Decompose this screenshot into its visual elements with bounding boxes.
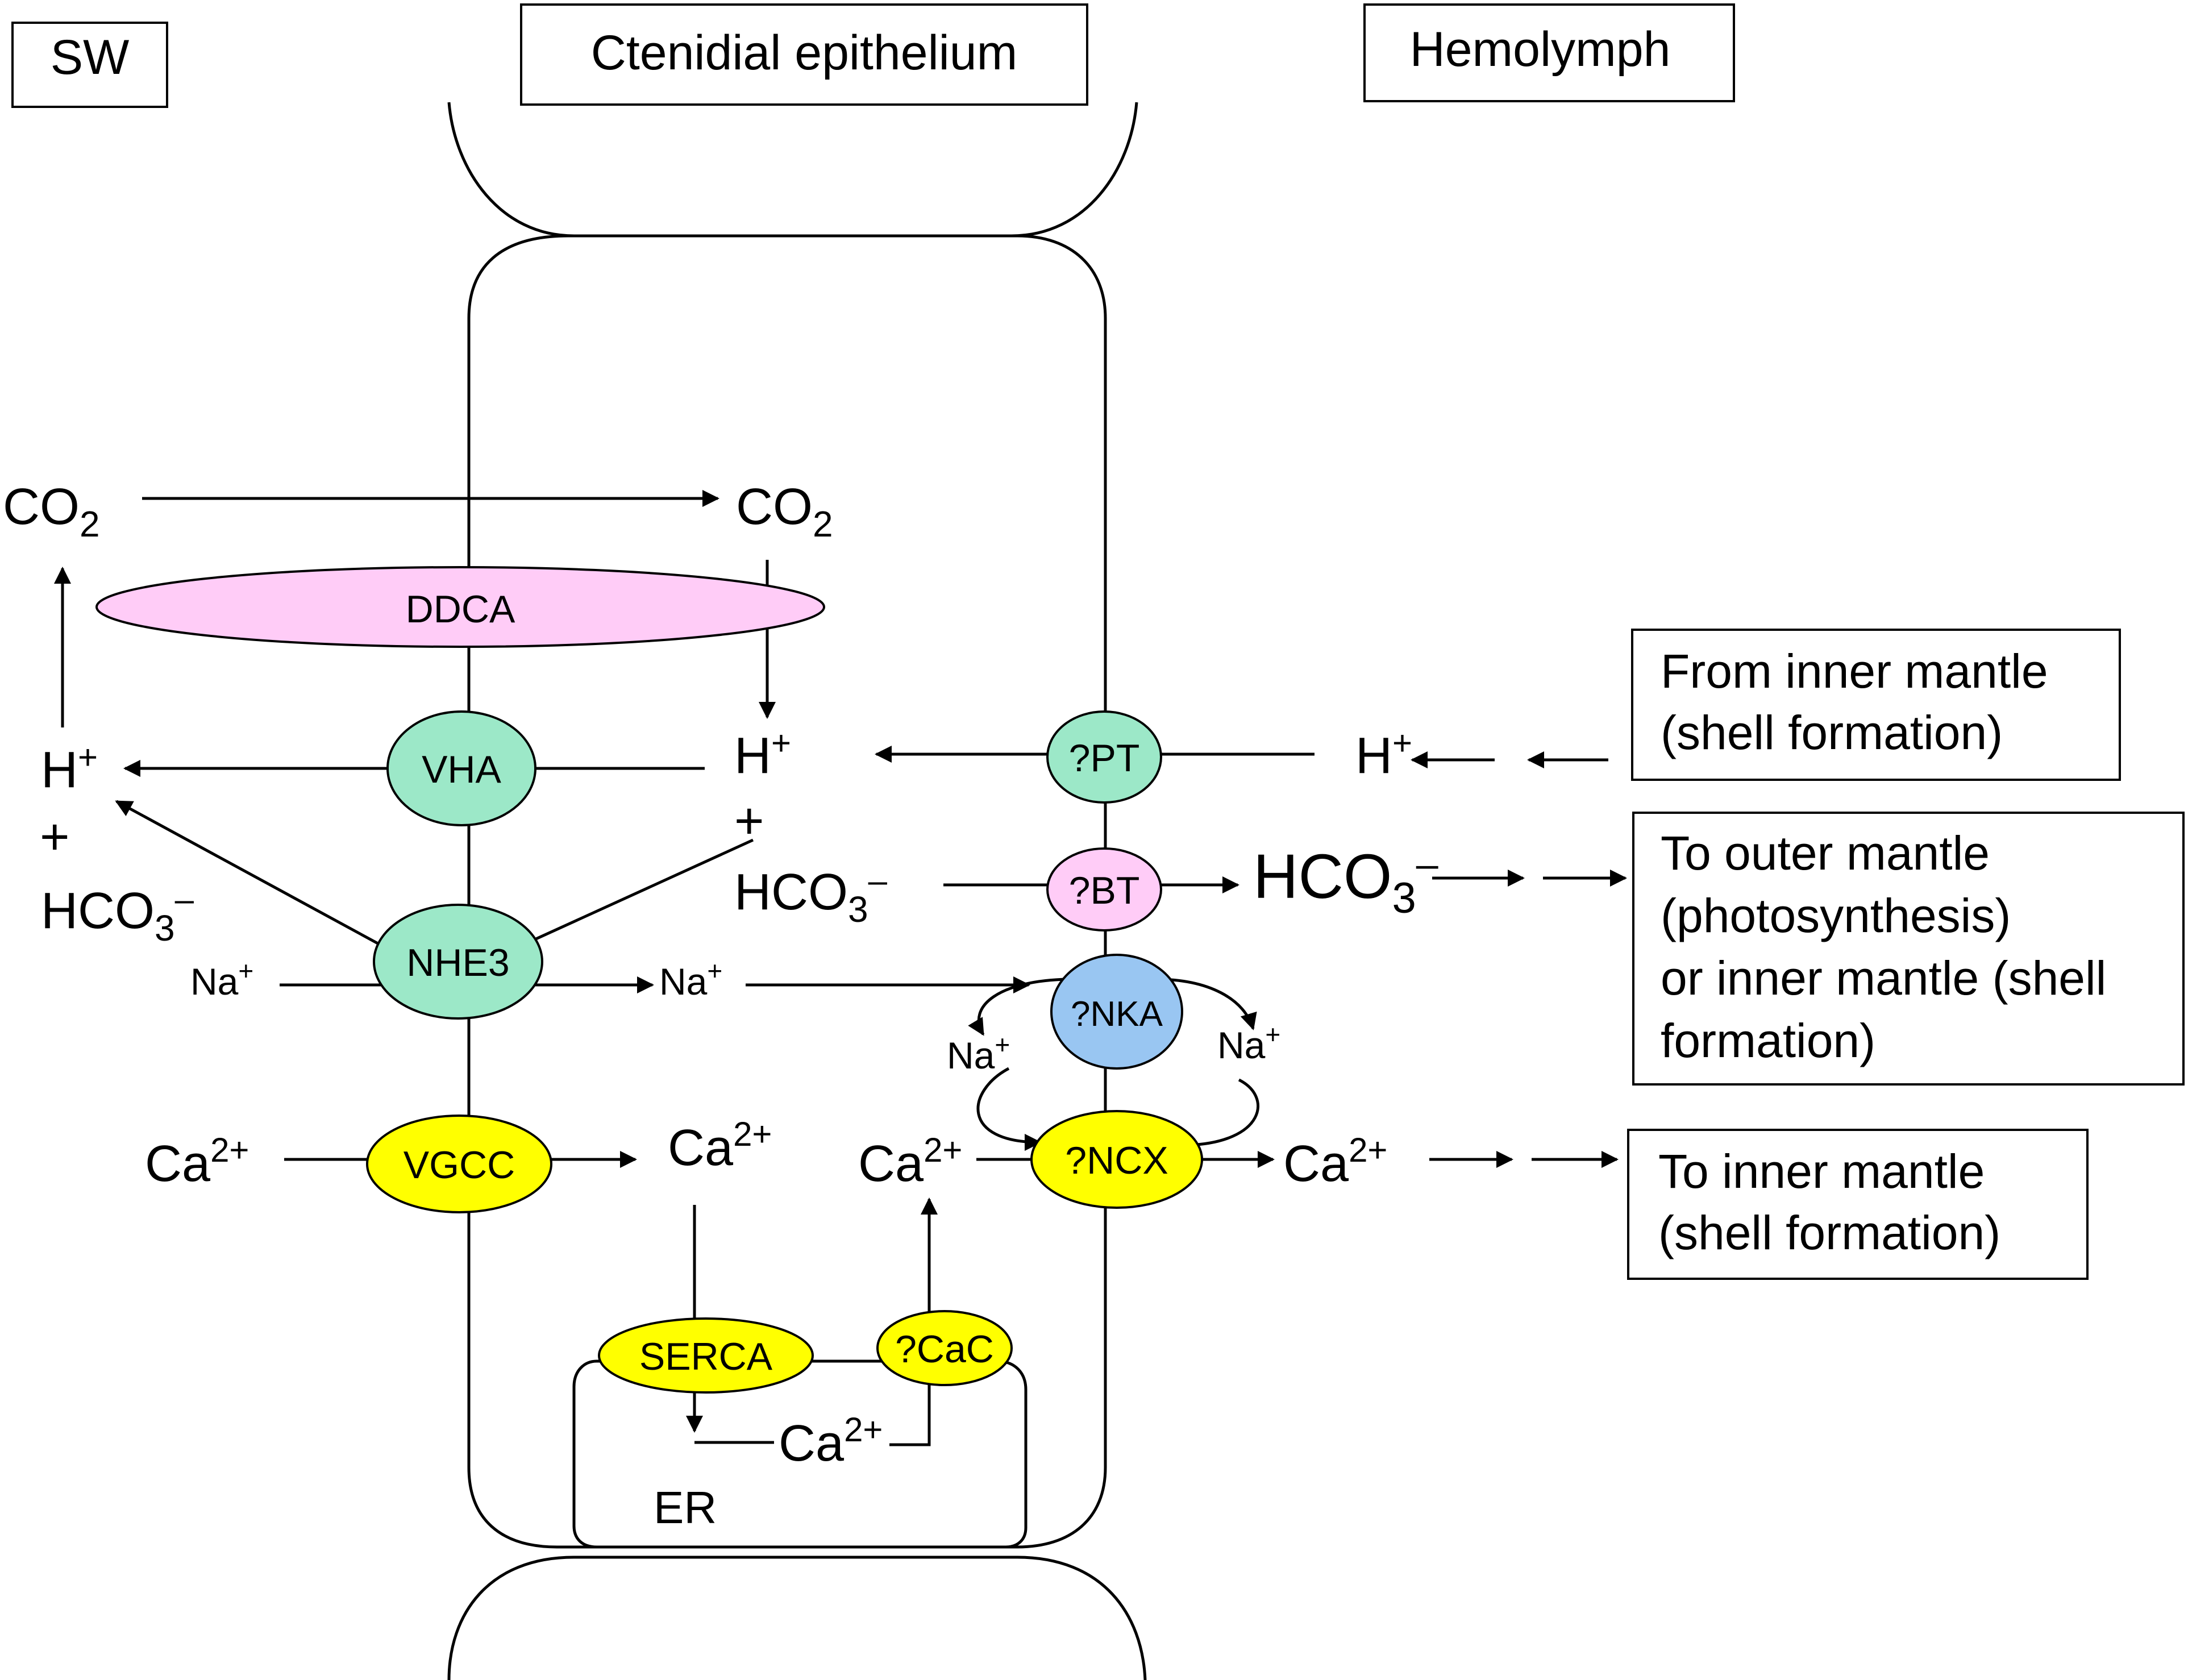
er-label: ER [654, 1482, 717, 1533]
svg-text:VHA: VHA [422, 748, 501, 791]
svg-text:SERCA: SERCA [639, 1335, 773, 1378]
co2-sw-label: CO2 [3, 479, 100, 544]
svg-text:From inner mantle: From inner mantle [1661, 644, 2048, 698]
svg-text:formation): formation) [1661, 1014, 1875, 1067]
upper-cell-edge [447, 102, 1138, 238]
svg-text:?NKA: ?NKA [1071, 995, 1163, 1034]
svg-text:?BT: ?BT [1069, 869, 1140, 912]
outer-mantle-box: To outer mantle (photosynthesis) or inne… [1632, 812, 2185, 1086]
svg-text:?CaC: ?CaC [895, 1328, 994, 1371]
lower-cell-edge [447, 1556, 1147, 1680]
svg-text:(shell formation): (shell formation) [1661, 706, 2003, 759]
h-cell-label: H+ [734, 724, 791, 784]
header-sw: SW [11, 22, 168, 108]
na-sw-label: Na+ [190, 956, 253, 1003]
na-out-loop [1187, 1078, 1260, 1147]
nhe3: NHE3 [373, 904, 543, 1020]
species-labels: CO2 CO2 H+ + HCO3– H+ + HCO3– Na+ Na+ Na… [3, 479, 1438, 1472]
er-compartment [572, 1359, 1028, 1549]
inner-mantle-source-box: From inner mantle (shell formation) [1631, 629, 2121, 781]
co2-cell-label: CO2 [736, 479, 833, 544]
serca: SERCA [598, 1317, 814, 1394]
svg-text:To inner mantle: To inner mantle [1658, 1145, 1985, 1198]
svg-text:Hemolymph: Hemolymph [1410, 22, 1671, 77]
bt: ?BT [1046, 847, 1162, 932]
nhe3-h-line [527, 838, 754, 944]
svg-text:Ctenidial epithelium: Ctenidial epithelium [591, 26, 1018, 80]
vha: VHA [386, 710, 536, 826]
na-cell-label: Na+ [659, 956, 722, 1003]
transport-arrows [54, 490, 1627, 1446]
cell-outlines: ER [447, 102, 1147, 1680]
nka-na-in-arrow [968, 978, 1069, 1036]
svg-text:To outer mantle: To outer mantle [1661, 826, 1990, 880]
plus-cell-label: + [734, 793, 764, 850]
inner-mantle-box: To inner mantle (shell formation) [1627, 1129, 2089, 1280]
na-nka-out-label: Na+ [1217, 1020, 1280, 1066]
ca-sw-label: Ca2+ [145, 1131, 249, 1192]
hco3-hemolymph-label: HCO3– [1253, 842, 1438, 922]
svg-text:(shell formation): (shell formation) [1658, 1206, 2000, 1259]
cac-ca-arrow [889, 1197, 938, 1446]
vgcc: VGCC [366, 1115, 552, 1213]
pt: ?PT [1046, 710, 1162, 804]
header-ctenidial-epithelium: Ctenidial epithelium [520, 3, 1088, 106]
svg-text:SW: SW [51, 30, 130, 85]
ca-vgcc-label: Ca2+ [668, 1115, 772, 1176]
svg-text:NHE3: NHE3 [406, 941, 509, 984]
ca-hemolymph-label: Ca2+ [1283, 1131, 1387, 1192]
epithelial-cell [467, 234, 1107, 1549]
hco3-sw-label: HCO3– [41, 880, 194, 949]
ncx: ?NCX [1030, 1110, 1203, 1209]
h-sw-label: H+ [41, 738, 98, 799]
svg-text:VGCC: VGCC [404, 1143, 515, 1187]
nka: ?NKA [1050, 954, 1183, 1070]
h-hemolymph-label: H+ [1355, 724, 1412, 784]
ca-er-label: Ca2+ [779, 1411, 883, 1472]
svg-text:?PT: ?PT [1069, 737, 1140, 780]
ddca: DDCA [95, 566, 825, 648]
plus-sw-label: + [40, 809, 70, 866]
svg-text:(photosynthesis): (photosynthesis) [1661, 889, 2011, 942]
svg-text:?NCX: ?NCX [1065, 1139, 1168, 1182]
svg-text:or inner mantle (shell: or inner mantle (shell [1661, 951, 2106, 1005]
nhe3-h-arrow [115, 800, 410, 962]
hco3-cell-label: HCO3– [734, 862, 888, 930]
header-hemolymph: Hemolymph [1363, 3, 1735, 102]
ca-ncx-in-label: Ca2+ [858, 1131, 962, 1192]
cac: ?CaC [876, 1310, 1013, 1386]
svg-text:DDCA: DDCA [406, 588, 515, 631]
na-to-ncx-arrow [976, 1067, 1042, 1151]
na-nka-in-label: Na+ [947, 1030, 1010, 1076]
